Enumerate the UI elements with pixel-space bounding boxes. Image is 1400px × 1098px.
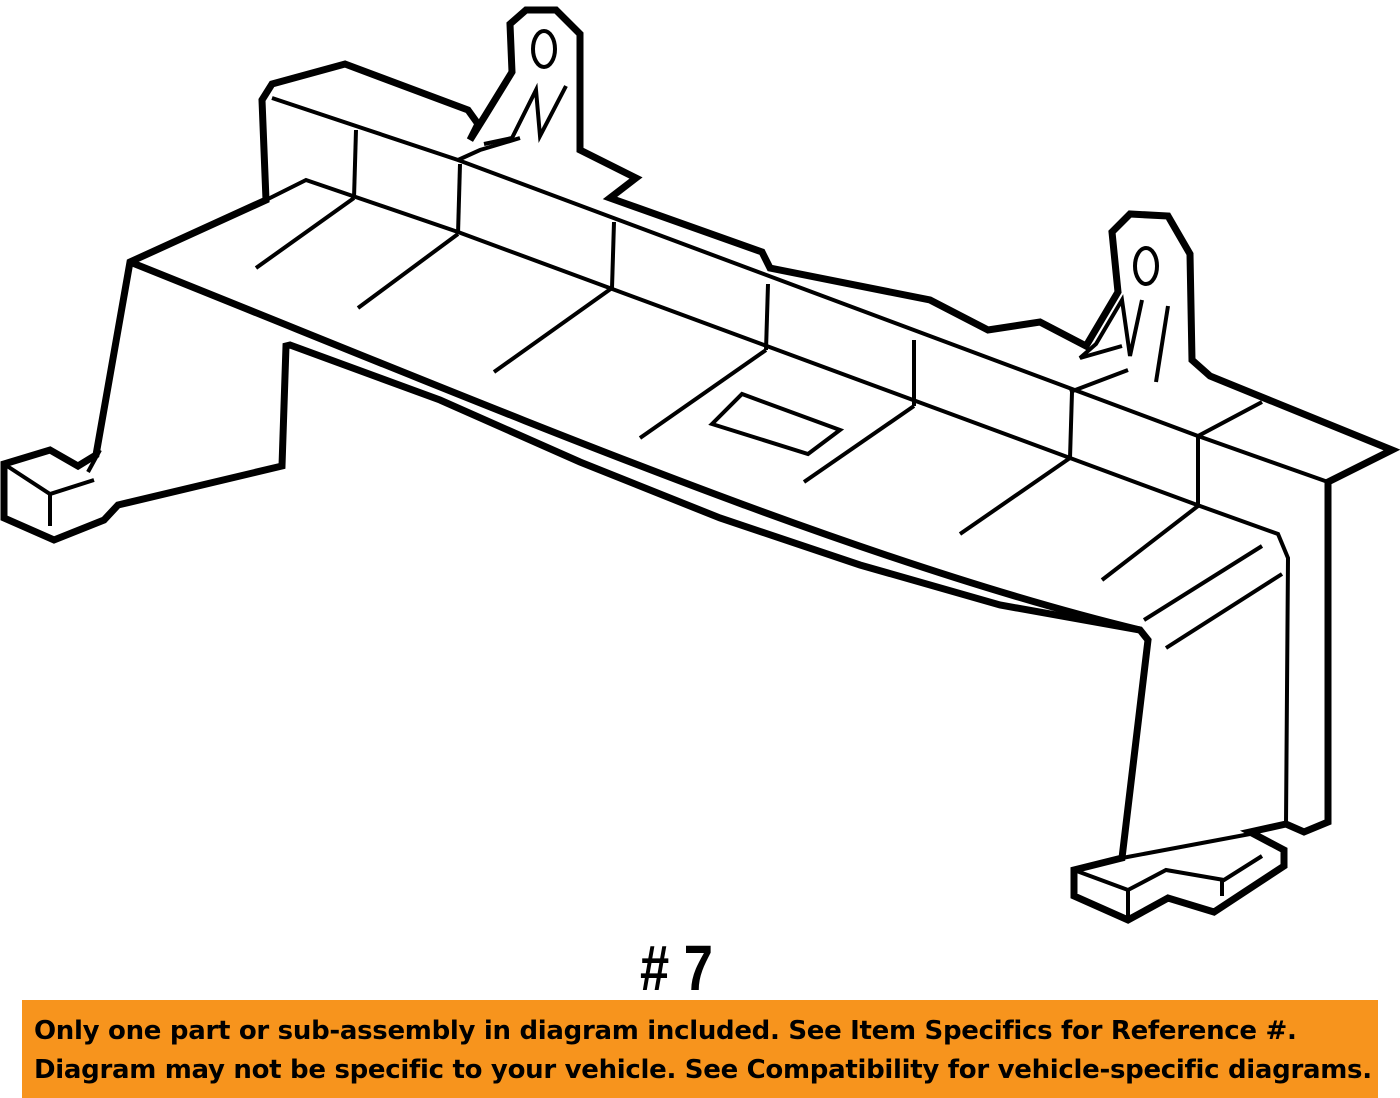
disclaimer-banner [22, 1000, 1378, 1098]
bracket-outline [0, 6, 1400, 924]
right-tab-inner [1078, 294, 1144, 360]
left-foot-detail [86, 449, 102, 473]
right-tab-hole [1133, 246, 1159, 286]
diagonal-rib [1142, 544, 1264, 622]
right-foot-detail [1121, 832, 1251, 860]
rib [1068, 391, 1074, 459]
front-curved-edge [128, 258, 1141, 634]
rib [352, 129, 358, 199]
diagonal-rib [356, 232, 460, 310]
part-reference-number: # 7 [640, 932, 713, 1004]
left-tab-inner [483, 82, 568, 146]
right-face-edge [1197, 434, 1329, 484]
rib [610, 221, 616, 289]
right-tab-inner [1154, 305, 1170, 383]
right-foot-detail [1073, 854, 1264, 893]
disclaimer-line-2: Diagram may not be specific to your vehi… [34, 1055, 1372, 1085]
rib [764, 283, 770, 351]
disclaimer-line-1: Only one part or sub-assembly in diagram… [34, 1016, 1297, 1046]
shelf-top-edge [271, 96, 1263, 439]
diagonal-rib [254, 196, 356, 270]
rectangular-slot [708, 391, 845, 457]
right-tab-inner [1069, 368, 1129, 394]
shelf-back-edge [457, 136, 521, 162]
left-tab-hole [531, 29, 557, 69]
rib [456, 163, 462, 235]
diagonal-rib [492, 286, 614, 374]
diagonal-rib [1164, 572, 1284, 650]
diagonal-rib [802, 404, 916, 484]
diagonal-rib [638, 348, 768, 440]
diagonal-rib [958, 456, 1072, 536]
diagonal-rib [1100, 504, 1200, 582]
disclaimer-text: Only one part or sub-assembly in diagram… [22, 1000, 1378, 1098]
